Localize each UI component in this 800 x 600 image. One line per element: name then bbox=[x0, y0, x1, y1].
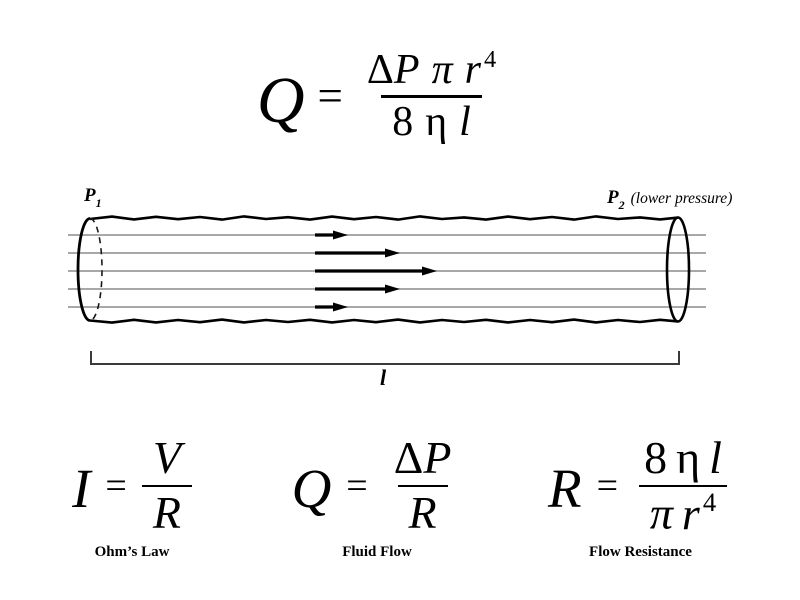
p2-note: (lower pressure) bbox=[630, 190, 733, 207]
equation-caption: Fluid Flow bbox=[342, 544, 412, 560]
ohms-law-formula: I = V R bbox=[72, 432, 192, 538]
radius-symbol: r bbox=[681, 487, 700, 539]
fluid-flow-formula: Q = ΔP R bbox=[291, 432, 463, 538]
fluid-flow-equation: Q = ΔP R Fluid Flow bbox=[277, 432, 477, 562]
pressure-symbol: P bbox=[393, 47, 420, 93]
pipe-left-cap-back bbox=[89, 217, 103, 322]
voltage-symbol: V bbox=[152, 432, 181, 483]
pressure-difference: ΔP bbox=[383, 432, 463, 485]
resistance-symbol: R bbox=[141, 485, 192, 537]
p2-label: P2 (lower pressure) bbox=[607, 188, 732, 211]
velocity-profile bbox=[315, 230, 437, 312]
p1-label: P1 bbox=[84, 186, 102, 209]
fraction: ΔP R bbox=[383, 432, 463, 538]
equation-caption: Ohm’s Law bbox=[94, 544, 170, 560]
p1-symbol: P bbox=[84, 185, 96, 206]
eta-symbol: η bbox=[676, 432, 701, 483]
equals-sign: = bbox=[105, 464, 127, 507]
coefficient-8: 8 bbox=[392, 99, 414, 146]
pi-symbol: π bbox=[649, 487, 673, 539]
length-bracket bbox=[90, 351, 680, 365]
equals-sign: = bbox=[346, 464, 368, 507]
eta-symbol: η bbox=[425, 99, 448, 146]
p2-symbol: P bbox=[607, 187, 619, 208]
equation-caption: Flow Resistance bbox=[589, 544, 692, 560]
pressure-symbol: P bbox=[423, 432, 452, 483]
length-label: l bbox=[379, 365, 387, 390]
resistance-symbol: R bbox=[548, 458, 582, 520]
coefficient-8: 8 bbox=[644, 432, 668, 483]
flow-rate-symbol: Q bbox=[291, 458, 332, 520]
current-symbol: I bbox=[72, 458, 91, 520]
pipe-right-cap bbox=[665, 216, 691, 323]
pipe-wall-top bbox=[89, 215, 679, 221]
ohms-law-equation: I = V R Ohm’s Law bbox=[32, 432, 232, 562]
pipe-left-cap bbox=[76, 217, 91, 322]
delta-symbol: Δ bbox=[366, 47, 394, 93]
pipe-wall-bottom bbox=[89, 318, 679, 324]
fraction: V R bbox=[141, 432, 192, 538]
p2-subscript: 2 bbox=[618, 198, 625, 212]
resistance-symbol: R bbox=[397, 485, 448, 537]
exponent-4: 4 bbox=[483, 45, 497, 73]
exponent-4: 4 bbox=[702, 486, 717, 517]
flow-rate-symbol: Q bbox=[256, 64, 305, 138]
equals-sign: = bbox=[596, 464, 619, 507]
equals-sign: = bbox=[317, 70, 343, 121]
pi-symbol: π bbox=[431, 47, 453, 93]
delta-symbol: Δ bbox=[393, 432, 424, 483]
length-symbol: l bbox=[709, 432, 722, 483]
length-symbol: l bbox=[459, 99, 471, 146]
p1-subscript: 1 bbox=[95, 196, 102, 210]
radius-symbol: r bbox=[464, 47, 481, 93]
